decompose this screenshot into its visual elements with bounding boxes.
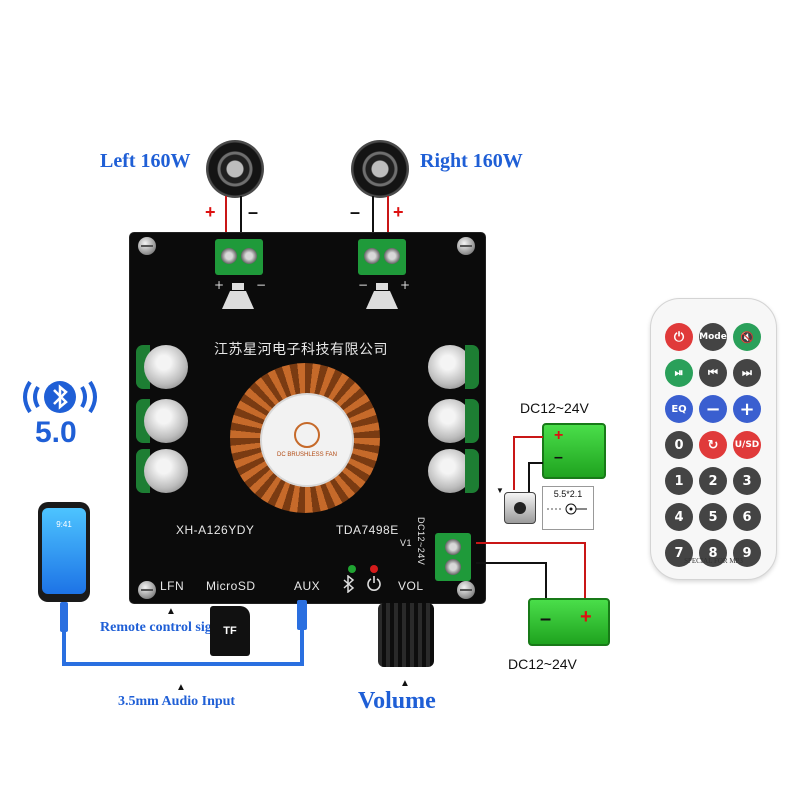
board-model: XH-A126YDY [176,523,255,537]
remote-digit-4-button[interactable]: 4 [665,503,693,531]
power-input-terminal[interactable] [435,533,471,581]
status-led-red [370,565,378,573]
tf-card-icon: TF [210,606,250,656]
left-speaker-negative-wire [240,196,242,254]
status-led-green [348,565,356,573]
amplifier-board: + − − + 江苏星河电子科技有限公司 DC BRUSHLESS FAN XH… [130,233,485,603]
arrow-up-icon: ▲ [166,606,176,617]
capacitor-icon [428,345,472,389]
remote-digit-3-button[interactable]: 3 [733,467,761,495]
remote-digit-8-button[interactable]: 8 [699,539,727,567]
port-label-microsd: MicroSD [206,579,256,593]
smartphone: 9:41 [38,502,90,602]
remote-previous-button[interactable]: ⏮ [699,359,727,387]
left-speaker-terminal[interactable] [215,239,263,275]
remote-repeat-button[interactable]: ↻ [699,431,727,459]
board-chip: TDA7498E [336,523,399,537]
screw-icon [457,581,475,599]
battery-top-icon: + – [542,423,606,479]
dc-top-label: DC12~24V [520,400,589,416]
volume-knob[interactable] [378,603,434,667]
audio-input-label: 3.5mm Audio Input [118,694,236,709]
remote-eq-button[interactable]: EQ [665,395,693,423]
remote-footer: SPECIAL FOR MP3 [684,557,743,565]
cooling-fan-icon: DC BRUSHLESS FAN [230,363,380,513]
remote-mute-button[interactable]: 🔇 [733,323,761,351]
bluetooth-broadcast-icon [23,380,97,414]
remote-digit-0-button[interactable]: 0 [665,431,693,459]
capacitor-icon [428,449,472,493]
bluetooth-icon [343,575,355,593]
left-plus-sign: + [205,202,216,222]
svg-text:−: − [256,278,266,292]
screw-icon [138,581,156,599]
remote-volume-down-button[interactable]: − [699,395,727,423]
board-dc-rating: DC12~24V [416,517,426,566]
left-speaker-icon [206,140,264,198]
jack-size: 5.5*2.1 [553,489,583,499]
capacitor-icon [428,399,472,443]
port-label-aux: AUX [294,579,321,593]
remote-mode-button[interactable]: Mode [699,323,727,351]
remote-digit-5-button[interactable]: 5 [699,503,727,531]
right-speaker-label: Right 160W [420,150,523,172]
polarity-icon [547,503,587,515]
right-speaker-positive-wire [387,196,389,254]
right-speaker-terminal[interactable] [358,239,406,275]
svg-text:+: + [214,278,224,292]
bluetooth-version: 5.0 [35,416,77,449]
remote-power-button[interactable]: ⏻ [665,323,693,351]
remote-usd-button[interactable]: U/SD [733,431,761,459]
remote-signal-label: Remote control signal [100,620,231,635]
audio-plug-left [60,602,68,632]
remote-play-pause-button[interactable]: ⏯ [665,359,693,387]
left-speaker-label: Left 160W [100,150,191,172]
remote-digit-1-button[interactable]: 1 [665,467,693,495]
port-label-lfn: LFN [160,579,185,593]
right-speaker-negative-wire [372,196,374,254]
remote-volume-up-button[interactable]: + [733,395,761,423]
remote-next-button[interactable]: ⏭ [733,359,761,387]
fan-logo-icon [294,422,320,448]
screw-icon [138,237,156,255]
remote-control: ⏻ Mode 🔇 ⏯ ⏮ ⏭ EQ − + 0 ↻ U/SD 1 2 3 4 5… [650,298,777,580]
speaker-symbol-icon: − + [358,278,410,309]
audio-plug-right [297,600,307,630]
right-minus-sign: – [350,202,361,222]
dc-barrel-jack[interactable] [504,492,536,524]
right-plus-sign: + [393,202,404,222]
arrow-right-icon: ▼ [496,486,504,495]
screw-icon [457,237,475,255]
left-speaker-positive-wire [225,196,227,254]
right-speaker-icon [351,140,409,198]
volume-label: Volume [358,688,436,714]
arrow-up-icon: ▲ [176,682,186,693]
svg-text:+: + [400,278,410,292]
dc-bottom-label: DC12~24V [508,656,577,672]
left-minus-sign: – [248,202,259,222]
phone-time: 9:41 [56,520,72,529]
arrow-up-icon: ▲ [400,678,410,689]
speaker-symbol-icon: + − [214,278,266,309]
remote-digit-9-button[interactable]: 9 [733,539,761,567]
battery-bottom-icon: – + [528,598,610,646]
remote-digit-2-button[interactable]: 2 [699,467,727,495]
remote-digit-7-button[interactable]: 7 [665,539,693,567]
board-revision: V1 [400,538,413,548]
port-label-vol: VOL [398,579,424,593]
power-icon [367,576,381,591]
jack-spec-box: 5.5*2.1 [542,486,594,530]
capacitor-icon [144,449,188,493]
capacitor-icon [144,345,188,389]
audio-cable [62,662,304,666]
svg-text:−: − [358,278,368,292]
remote-digit-6-button[interactable]: 6 [733,503,761,531]
fan-label: DC BRUSHLESS FAN [276,452,337,458]
tf-card-label: TF [223,625,237,637]
remote-button-grid: ⏻ Mode 🔇 ⏯ ⏮ ⏭ EQ − + 0 ↻ U/SD 1 2 3 4 5… [665,323,762,567]
capacitor-icon [144,399,188,443]
board-company-name: 江苏星河电子科技有限公司 [214,342,388,358]
